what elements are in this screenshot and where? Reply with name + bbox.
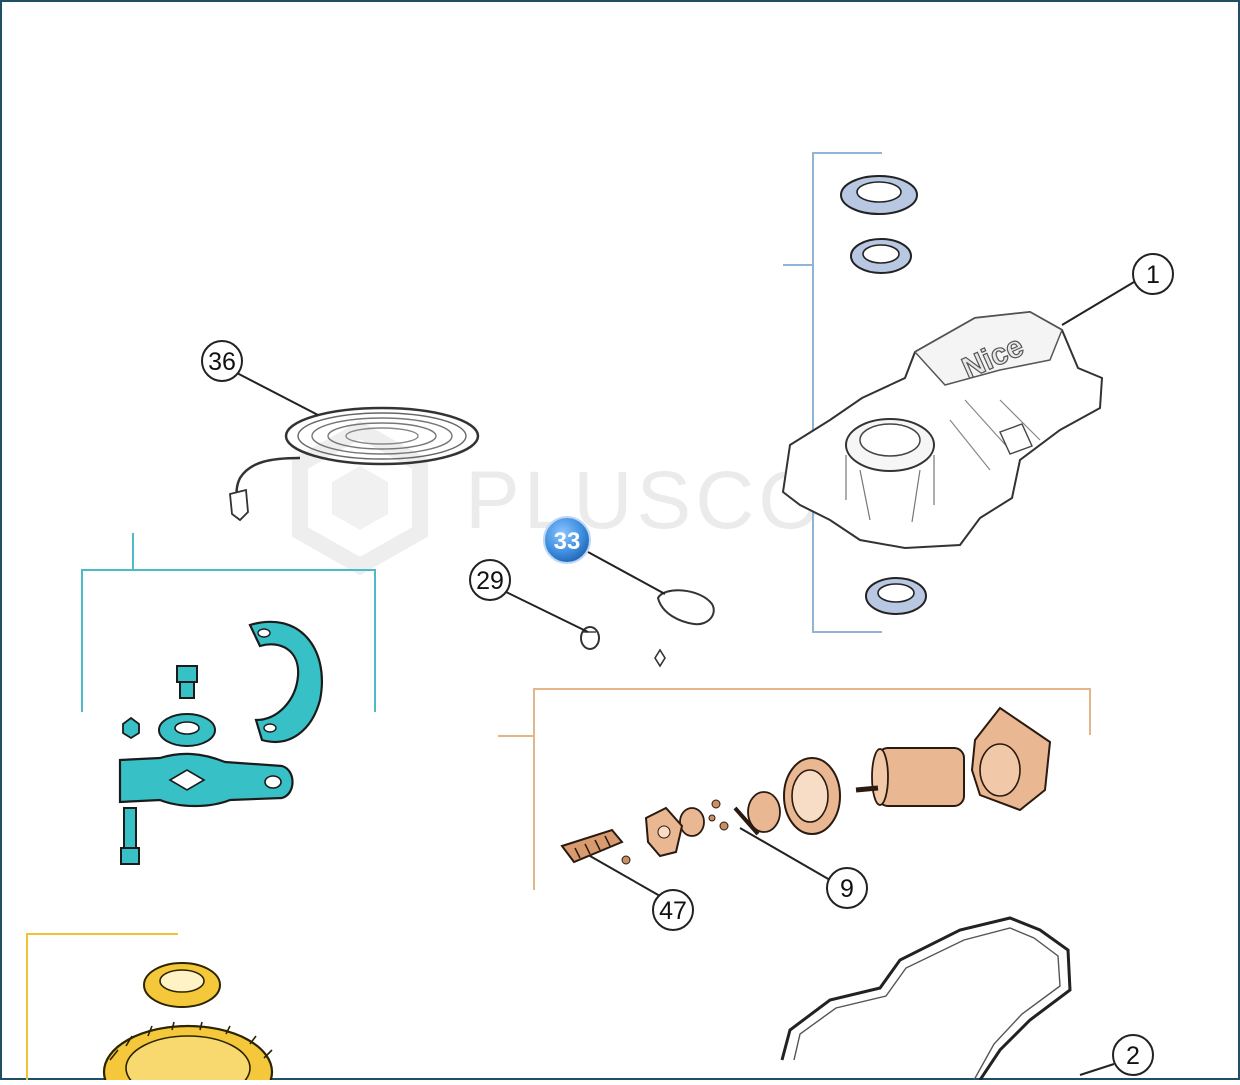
callout-2-label: 2 bbox=[1126, 1042, 1140, 1070]
callout-47[interactable]: 47 bbox=[652, 889, 694, 931]
watermark-text: PLUSCO bbox=[465, 455, 826, 546]
callout-36-label: 36 bbox=[208, 348, 236, 376]
callout-29[interactable]: 29 bbox=[469, 559, 511, 601]
release-bolt bbox=[176, 665, 198, 699]
release-pin bbox=[120, 807, 140, 865]
motor-end-cap bbox=[970, 706, 1052, 812]
group-housing-bracket bbox=[783, 152, 882, 633]
group-gear-bracket bbox=[26, 933, 178, 1080]
callout-33-label: 33 bbox=[554, 528, 581, 555]
gear-bearing-ring bbox=[143, 962, 221, 1008]
callout-9-label: 9 bbox=[840, 875, 854, 903]
drive-gear-wheel bbox=[102, 1021, 274, 1085]
motor-body bbox=[855, 747, 965, 807]
watermark: PLUSCO bbox=[292, 420, 826, 576]
callout-9[interactable]: 9 bbox=[826, 867, 868, 909]
callout-29-label: 29 bbox=[476, 567, 504, 595]
group-motor-bracket bbox=[498, 688, 1091, 890]
group-release-bracket bbox=[81, 533, 376, 712]
callout-36[interactable]: 36 bbox=[201, 340, 243, 382]
motor-planet-gears bbox=[679, 791, 781, 837]
motor-bearing-plate bbox=[644, 806, 684, 858]
callout-33[interactable]: 33 bbox=[543, 516, 591, 564]
power-cable-coil bbox=[229, 406, 480, 522]
callout-1-label: 1 bbox=[1146, 261, 1160, 289]
release-washer bbox=[158, 713, 216, 747]
housing-gasket bbox=[780, 916, 1072, 1081]
release-lever-arm bbox=[118, 752, 294, 808]
small-screw-29 bbox=[580, 626, 600, 650]
motor-worm-gear bbox=[560, 828, 631, 865]
cover-cap-33 bbox=[654, 589, 715, 668]
release-arc-plate bbox=[248, 620, 323, 743]
callout-2[interactable]: 2 bbox=[1112, 1034, 1154, 1076]
callout-47-label: 47 bbox=[659, 897, 687, 925]
motor-ring-gear bbox=[783, 757, 841, 835]
seal-ring-bottom bbox=[865, 577, 927, 615]
upper-housing-cover: Nice bbox=[781, 310, 1104, 550]
seal-ring-large bbox=[840, 175, 918, 215]
leader-lines bbox=[234, 281, 1135, 1076]
seal-ring-small bbox=[850, 238, 912, 274]
callout-1[interactable]: 1 bbox=[1132, 253, 1174, 295]
release-nut bbox=[122, 716, 140, 740]
